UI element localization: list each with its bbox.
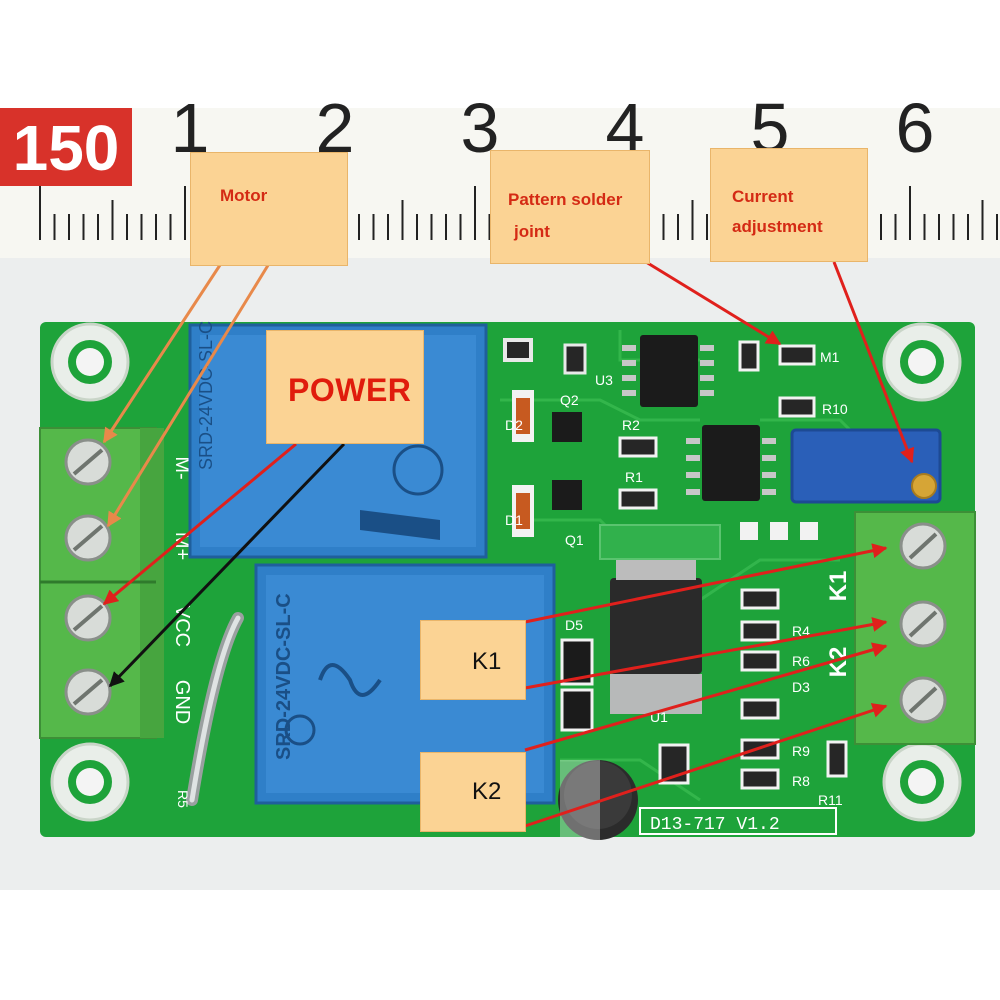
k1-label: K1	[472, 648, 502, 675]
component-label: M1	[820, 349, 840, 365]
current-adjustment-label-line2: adjustment	[732, 217, 823, 236]
motor-label: Motor	[220, 186, 268, 205]
component-label: R1	[625, 469, 643, 485]
terminal-label: M+	[171, 532, 193, 560]
annotation-arrows	[102, 260, 915, 828]
ruler-digit: 6	[896, 89, 935, 167]
component-label: R4	[792, 623, 810, 639]
component-label: R10	[822, 401, 848, 417]
pattern-solder-label-line1: Pattern solder	[508, 190, 623, 209]
ic-chips	[610, 335, 760, 714]
terminal-label: K1	[825, 571, 852, 602]
component-label: R9	[792, 743, 810, 759]
board-version: D13-717 V1.2	[650, 815, 780, 835]
ruler-red-tag	[0, 108, 132, 186]
terminal-label: GND	[171, 680, 193, 724]
power-callout	[266, 330, 424, 444]
component-label: U3	[595, 372, 613, 388]
current-adjustment-label-line1: Current	[732, 187, 794, 206]
component-label: D2	[505, 417, 523, 433]
component-label: R2	[622, 417, 640, 433]
current-adjustment-callout	[710, 148, 868, 262]
wire-link-r5: R5	[175, 612, 244, 808]
ruler-tag-text: 150	[13, 112, 120, 184]
power-label: POWER	[288, 372, 412, 408]
pattern-solder-label-line2: joint	[514, 222, 550, 241]
smd-components	[503, 338, 848, 790]
capacitor	[558, 760, 638, 840]
component-label: R11	[818, 792, 843, 808]
terminal-label: M-	[171, 456, 193, 479]
k2-callout	[420, 752, 526, 832]
motor-callout	[190, 152, 348, 266]
component-label: Q1	[565, 532, 584, 548]
svg-text:R5: R5	[175, 790, 191, 808]
component-label: D1	[505, 512, 523, 528]
relay-bottom-text: SRD-24VDC-SL-C	[273, 593, 295, 760]
trimmer-potentiometer	[790, 428, 942, 504]
mounting-holes	[50, 322, 962, 822]
pattern-solder-callout	[490, 150, 650, 264]
k2-label: K2	[472, 778, 502, 805]
component-label: D5	[565, 617, 583, 633]
component-label: D3	[792, 679, 810, 695]
component-label: R6	[792, 653, 810, 669]
relay-top-text: SRD-24VDC-SL-C	[196, 321, 216, 470]
component-label: R8	[792, 773, 810, 789]
component-label: Q2	[560, 392, 579, 408]
k1-callout	[420, 620, 526, 700]
